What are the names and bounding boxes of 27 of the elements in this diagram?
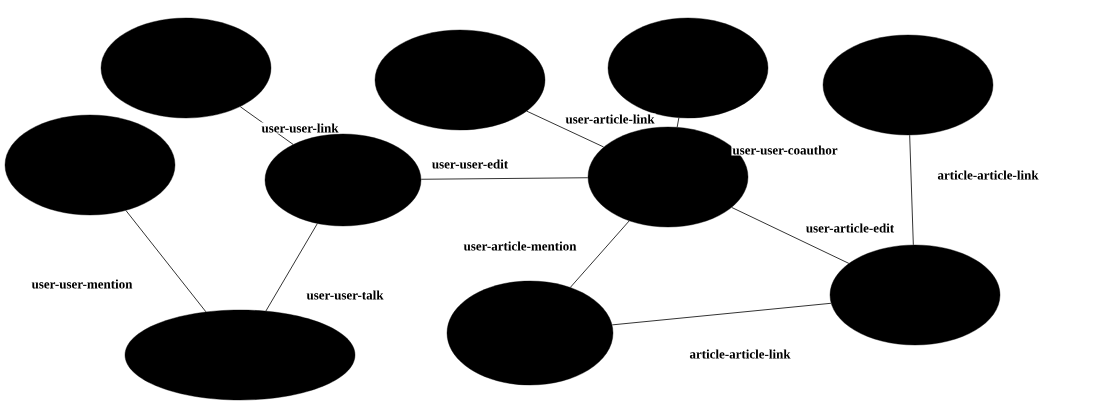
edge-label: article-article-link bbox=[688, 348, 792, 360]
connector-line bbox=[731, 207, 850, 264]
edge-label: user-user-link bbox=[260, 122, 340, 134]
ellipse-node bbox=[4, 114, 176, 216]
connector-line bbox=[909, 134, 914, 246]
edge-label: user-user-talk bbox=[305, 289, 385, 301]
ellipse-node bbox=[446, 280, 614, 386]
edge-label: user-article-edit bbox=[804, 222, 896, 234]
edge-label: user-user-mention bbox=[30, 278, 134, 290]
edge-label: article-article-link bbox=[936, 169, 1040, 181]
connector-line bbox=[125, 210, 207, 313]
ellipse-node bbox=[829, 244, 1001, 346]
connector-line bbox=[420, 177, 589, 180]
connector-line bbox=[265, 223, 318, 312]
ellipse-node bbox=[124, 309, 356, 401]
ellipse-node bbox=[822, 34, 994, 136]
edge-label: user-article-link bbox=[564, 113, 656, 125]
connector-line bbox=[676, 117, 680, 128]
ellipse-node bbox=[264, 133, 422, 227]
edge-label: user-user-edit bbox=[430, 158, 510, 170]
connector-line bbox=[611, 302, 832, 326]
edge-label: user-user-coauthor bbox=[731, 144, 839, 156]
ellipse-node bbox=[374, 29, 546, 131]
connector-line bbox=[570, 220, 630, 288]
connector-line bbox=[526, 110, 605, 148]
edge-label: user-article-mention bbox=[462, 240, 578, 252]
ellipse-node bbox=[100, 17, 272, 119]
